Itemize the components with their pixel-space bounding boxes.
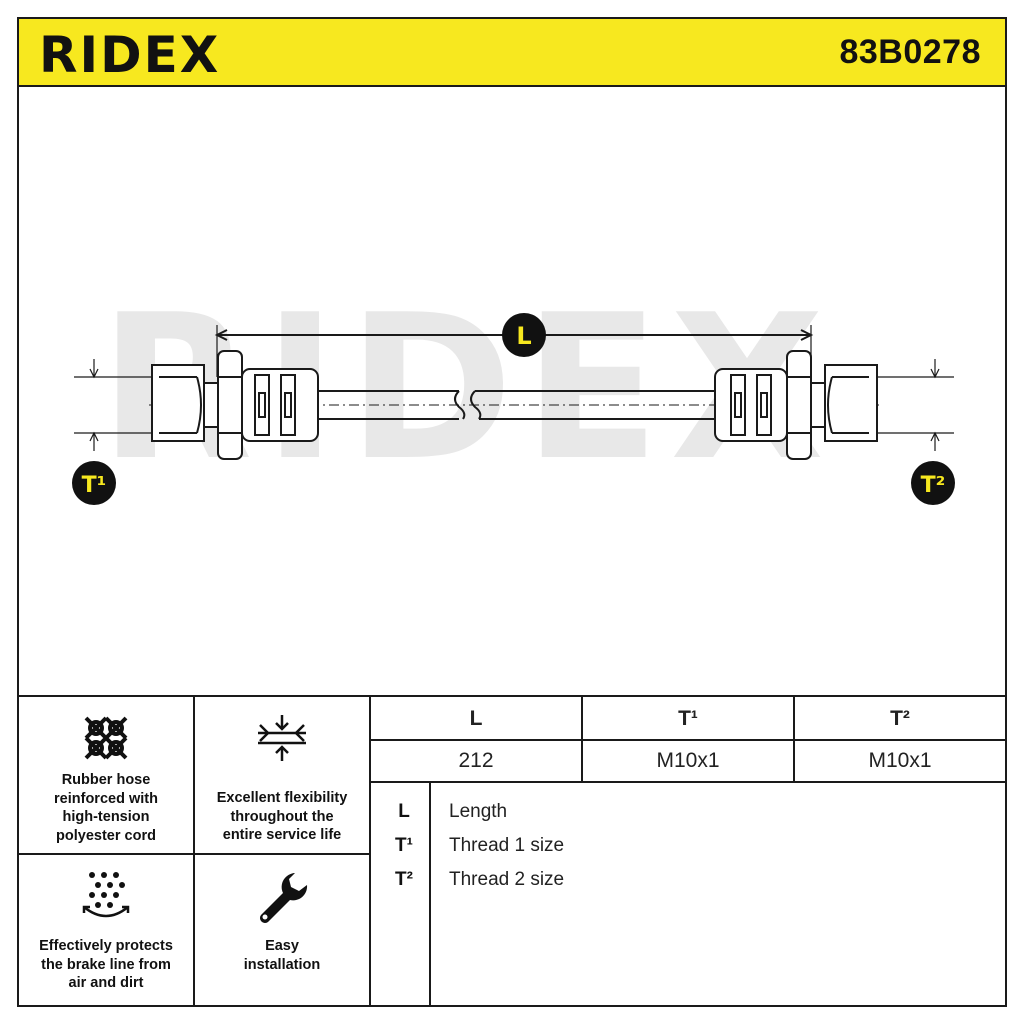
feature-text: Effectively protects the brake line from… [39, 938, 173, 991]
legend-label-length: Length [449, 801, 508, 822]
hose-drawing: RIDEX [72, 272, 955, 505]
thread2-label: T² [921, 473, 946, 498]
t1-arrow-bottom [89, 431, 99, 442]
feature-text: Easy installation [243, 938, 321, 973]
feature-reinforced-hose: Rubber hose reinforced with high-tension… [19, 697, 193, 853]
legend-key-thread2: T² [395, 869, 413, 890]
length-label-bubble: L [502, 313, 546, 357]
thread1-label-bubble: T¹ [72, 461, 116, 505]
legend-label-thread2: Thread 2 size [449, 869, 565, 890]
hose-body [318, 390, 715, 420]
brand-logo: RIDEX [39, 27, 220, 79]
mesh-icon [84, 716, 128, 760]
header-bar: RIDEX 83B0278 [19, 19, 1005, 87]
spec-header-length: L [469, 707, 483, 730]
feature-protection: Effectively protects the brake line from… [19, 855, 193, 1007]
left-fitting [151, 350, 319, 460]
t2-arrow-top [930, 368, 940, 379]
info-section: Rubber hose reinforced with high-tension… [19, 695, 1005, 1007]
product-sheet: RIDEX 83B0278 RIDEX [17, 17, 1007, 1007]
feature-text: Excellent flexibility throughout the ent… [216, 790, 348, 843]
t1-arrow-top [89, 368, 99, 379]
spec-value-length: 212 [458, 749, 494, 772]
t2-arrow-bottom [930, 431, 940, 442]
right-fitting [714, 350, 878, 460]
legend-key-thread1: T¹ [395, 835, 413, 856]
legend-label-thread1: Thread 1 size [449, 835, 565, 856]
feature-flexibility: Excellent flexibility throughout the ent… [195, 697, 369, 853]
thread2-label-bubble: T² [911, 461, 955, 505]
length-label: L [516, 322, 531, 350]
feature-installation: Easy installation [195, 855, 369, 1007]
dots-shield-icon [82, 872, 130, 918]
brand-logo-text: RIDEX [39, 27, 220, 79]
spec-header-thread2: T² [890, 707, 910, 730]
part-number: 83B0278 [839, 33, 981, 71]
wrench-icon [260, 873, 308, 923]
flex-arrows-icon [258, 715, 306, 761]
thread1-label: T¹ [82, 473, 107, 498]
spec-header-thread1: T¹ [678, 707, 698, 730]
spec-value-thread1: M10x1 [656, 749, 720, 772]
feature-text: Rubber hose reinforced with high-tension… [54, 772, 158, 844]
legend-key-length: L [398, 801, 410, 822]
spec-value-thread2: M10x1 [868, 749, 932, 772]
